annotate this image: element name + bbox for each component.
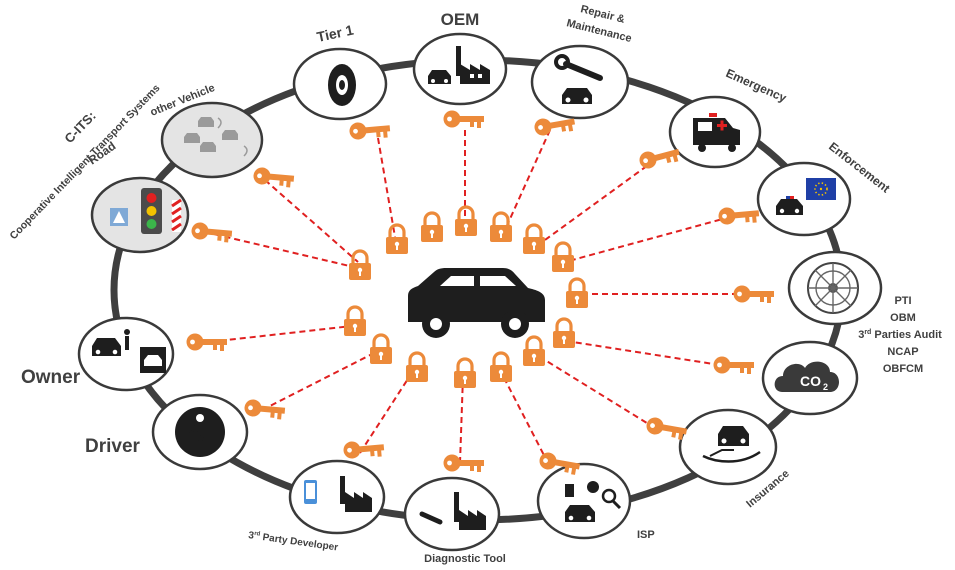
obfcm-label: OBFCM bbox=[883, 363, 923, 375]
node-co2[interactable]: CO 2 bbox=[761, 340, 859, 416]
padlock-icon bbox=[342, 305, 368, 338]
padlock-icon bbox=[521, 223, 547, 256]
ncap-label: NCAP bbox=[887, 346, 918, 358]
node-repair[interactable] bbox=[530, 44, 630, 120]
node-enforcement[interactable] bbox=[756, 161, 852, 237]
key-icon bbox=[713, 356, 754, 374]
car-icon bbox=[408, 268, 545, 338]
cits-label: C-ITS: bbox=[61, 108, 98, 146]
key-icon bbox=[717, 204, 760, 226]
padlock-icon bbox=[551, 317, 577, 350]
wheel-rim-icon bbox=[807, 262, 859, 314]
node-oem[interactable] bbox=[412, 32, 508, 106]
obm-label: OBM bbox=[890, 312, 916, 324]
key-icon bbox=[348, 119, 391, 141]
key-icon bbox=[733, 285, 774, 303]
padlock-icon bbox=[368, 333, 394, 366]
car-person-garage-icon bbox=[92, 329, 166, 373]
key-icon bbox=[243, 398, 286, 420]
driver-label: Driver bbox=[85, 436, 141, 457]
isp-label: ISP bbox=[637, 529, 655, 541]
node-pti[interactable] bbox=[787, 250, 883, 326]
pti-label: PTI bbox=[894, 295, 911, 307]
node-developer[interactable] bbox=[288, 459, 386, 535]
key-icon bbox=[443, 110, 484, 128]
key-icon bbox=[186, 333, 227, 351]
key-icon bbox=[443, 454, 484, 472]
co2-cloud-icon: CO 2 bbox=[774, 361, 839, 392]
node-owner[interactable] bbox=[77, 316, 175, 392]
third-parties-audit-label: 3rd Parties Audit bbox=[858, 329, 942, 341]
tire-icon bbox=[328, 64, 356, 106]
node-other-vehicle[interactable] bbox=[160, 101, 264, 179]
key-icon bbox=[342, 438, 385, 460]
co2-subscript: 2 bbox=[823, 382, 828, 392]
padlock-icon bbox=[347, 249, 373, 282]
fuel-gear-search-car-icon bbox=[565, 481, 622, 522]
police-car-eu-flag-icon bbox=[776, 178, 836, 215]
node-isp[interactable] bbox=[536, 462, 632, 540]
padlock-icon bbox=[564, 277, 590, 310]
node-tier1[interactable] bbox=[292, 47, 388, 121]
diagnostic-label: Diagnostic Tool bbox=[424, 553, 506, 565]
factory-car-icon bbox=[428, 46, 490, 84]
tier1-label: Tier 1 bbox=[315, 22, 355, 45]
node-road[interactable] bbox=[90, 176, 190, 254]
padlock-icon bbox=[521, 335, 547, 368]
padlock-icon bbox=[419, 211, 445, 244]
node-driver[interactable] bbox=[151, 393, 249, 471]
wrench-factory-icon bbox=[419, 492, 486, 530]
hand-car-icon bbox=[702, 426, 761, 463]
wrench-car-icon bbox=[554, 54, 603, 104]
co2-text: CO bbox=[800, 373, 821, 389]
key-icon bbox=[190, 221, 233, 243]
padlock-icon bbox=[488, 351, 514, 384]
key-icon bbox=[645, 416, 688, 441]
owner-label: Owner bbox=[21, 367, 81, 388]
oem-label: OEM bbox=[441, 10, 480, 29]
padlock-icon bbox=[452, 357, 478, 390]
node-insurance[interactable] bbox=[678, 408, 778, 486]
connected-cars-icon bbox=[184, 117, 248, 157]
phone-factory-icon bbox=[304, 476, 372, 512]
padlock-icon bbox=[488, 211, 514, 244]
node-emergency[interactable] bbox=[668, 95, 762, 169]
ambulance-icon bbox=[693, 113, 740, 152]
link-lines bbox=[199, 129, 748, 464]
padlock-icon bbox=[550, 241, 576, 274]
developer-label: 3rd Party Developer bbox=[248, 530, 339, 554]
seatbelt-icon bbox=[175, 407, 225, 457]
padlock-icon bbox=[384, 223, 410, 256]
traffic-light-icon bbox=[110, 188, 182, 234]
padlock-icon bbox=[404, 351, 430, 384]
key-icon bbox=[252, 166, 295, 188]
node-diagnostic[interactable] bbox=[403, 476, 501, 552]
